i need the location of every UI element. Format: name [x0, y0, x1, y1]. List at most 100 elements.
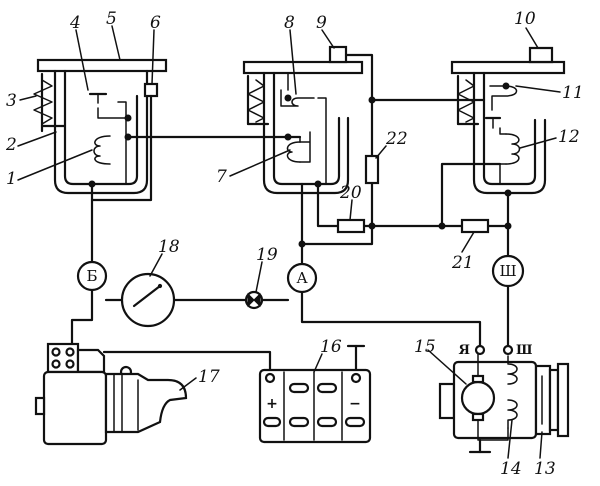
callout-label-16: 16: [320, 337, 342, 357]
callout-labels: 1 2 3 4 5 6 7 8 9 10 11 12 13 14 15 16 1…: [5, 9, 584, 479]
relay-middle-coil-leads: [299, 131, 311, 163]
junction-dot: [368, 96, 376, 104]
resistor-21: [460, 218, 490, 234]
junction-dot: [284, 94, 292, 102]
meter-a-label: А: [296, 269, 308, 287]
callout-label-19: 19: [256, 245, 278, 265]
leader-9: [321, 29, 335, 49]
callout-label-1: 1: [6, 169, 17, 189]
battery-cell-cap: [288, 382, 310, 394]
relay-right-coil-12: [505, 133, 521, 165]
callout-label-10: 10: [514, 9, 536, 29]
battery-minus-sign: −: [349, 396, 361, 412]
generator: Я Ш: [438, 343, 570, 454]
relay-middle: [242, 45, 364, 195]
starter-terminal: [51, 347, 61, 357]
generator-terminal-ya-label: Я: [459, 343, 470, 358]
callout-label-7: 7: [216, 167, 227, 187]
starter-terminal-block: [46, 342, 80, 374]
leader-3: [19, 95, 37, 101]
starter-17: [34, 342, 188, 446]
leader-lines: [17, 25, 561, 459]
junction-dot: [438, 222, 446, 230]
generator-armature-leads: [477, 353, 509, 441]
starter-drive-housing: [104, 372, 188, 434]
leader-16: [313, 353, 323, 373]
callout-label-22: 22: [385, 129, 408, 149]
generator-brush: [471, 374, 485, 384]
leader-22: [375, 145, 387, 159]
junction-dot: [298, 240, 306, 248]
relay-left-core: [117, 101, 127, 185]
meter-a: А: [286, 262, 318, 294]
callout-label-5: 5: [106, 9, 117, 29]
callout-label-4: 4: [69, 13, 81, 33]
ammeter-18-pivot: [157, 283, 163, 289]
generator-terminal-sh: [502, 344, 514, 356]
relay-left-yoke-inner: [63, 69, 139, 186]
battery-cell-cap: [288, 416, 310, 428]
wire-relay3-coil-return: [440, 162, 502, 228]
relay-left: [33, 58, 168, 195]
generator-brush: [471, 412, 485, 422]
battery-cell-cap: [316, 416, 338, 428]
leader-8: [289, 29, 297, 95]
callout-label-14: 14: [500, 459, 522, 479]
meter-sh-label: Ш: [499, 262, 516, 280]
callout-label-6: 6: [150, 13, 161, 33]
starter-terminal: [65, 359, 75, 369]
generator-end-cap: [438, 382, 456, 420]
wire-starter-to-battery: [102, 350, 272, 378]
battery-cell-cap: [262, 416, 282, 428]
battery-16: + −: [258, 368, 372, 444]
junction-dot: [88, 180, 96, 188]
meter-b-label: Б: [86, 267, 97, 285]
junction-dot: [504, 222, 512, 230]
relay-right-yoke-inner: [482, 71, 537, 186]
starter-terminal: [65, 347, 75, 357]
relay-right: [450, 46, 566, 195]
relay-right-terminal-10: [528, 46, 554, 64]
lamp-19-cross: [247, 292, 261, 308]
ammeter-18-ring: [120, 272, 176, 328]
battery-negative-post: [350, 372, 362, 384]
relay-left-contact-lead: [97, 107, 127, 119]
junction-dot: [368, 222, 376, 230]
leader-10: [525, 27, 539, 49]
starter-terminal: [51, 359, 61, 369]
leader-19: [255, 261, 263, 293]
generator-field-winding-14: [507, 355, 518, 429]
relay-left-armature-plate: [36, 58, 168, 73]
relay-middle-series-coil: [286, 141, 301, 163]
callout-label-12: 12: [558, 127, 580, 147]
relay-middle-spring: [247, 79, 265, 123]
callout-label-21: 21: [451, 253, 474, 273]
leader-11: [515, 85, 561, 93]
generator-terminal-sh-label: Ш: [516, 343, 533, 358]
resistor-22: [364, 154, 380, 185]
relay-left-yoke-outer: [53, 69, 149, 195]
leader-12: [519, 137, 557, 149]
relay-middle-shunt-winding: [280, 89, 315, 107]
starter-solenoid-cap: [76, 348, 106, 374]
relay-middle-yoke-inner: [272, 71, 341, 186]
relay-left-coil: [93, 135, 111, 165]
leader-1: [17, 149, 93, 181]
leader-5: [111, 25, 121, 61]
ammeter-18-needle: [132, 284, 162, 308]
leader-21: [461, 231, 475, 253]
relay-right-armature-plate: [450, 60, 566, 75]
junction-dot: [502, 82, 510, 90]
wire-relay1-terminal-to-bus: [90, 94, 153, 202]
meter-b: Б: [76, 260, 108, 292]
callout-label-2: 2: [5, 135, 17, 155]
ammeter-18: [120, 272, 176, 328]
meter-b-ring: [76, 260, 108, 292]
lamp-19: [244, 290, 264, 310]
junction-dot: [504, 189, 512, 197]
callout-label-13: 13: [534, 459, 556, 479]
relay-middle-armature-plate: [242, 60, 364, 75]
relay-left-spring: [33, 79, 53, 125]
